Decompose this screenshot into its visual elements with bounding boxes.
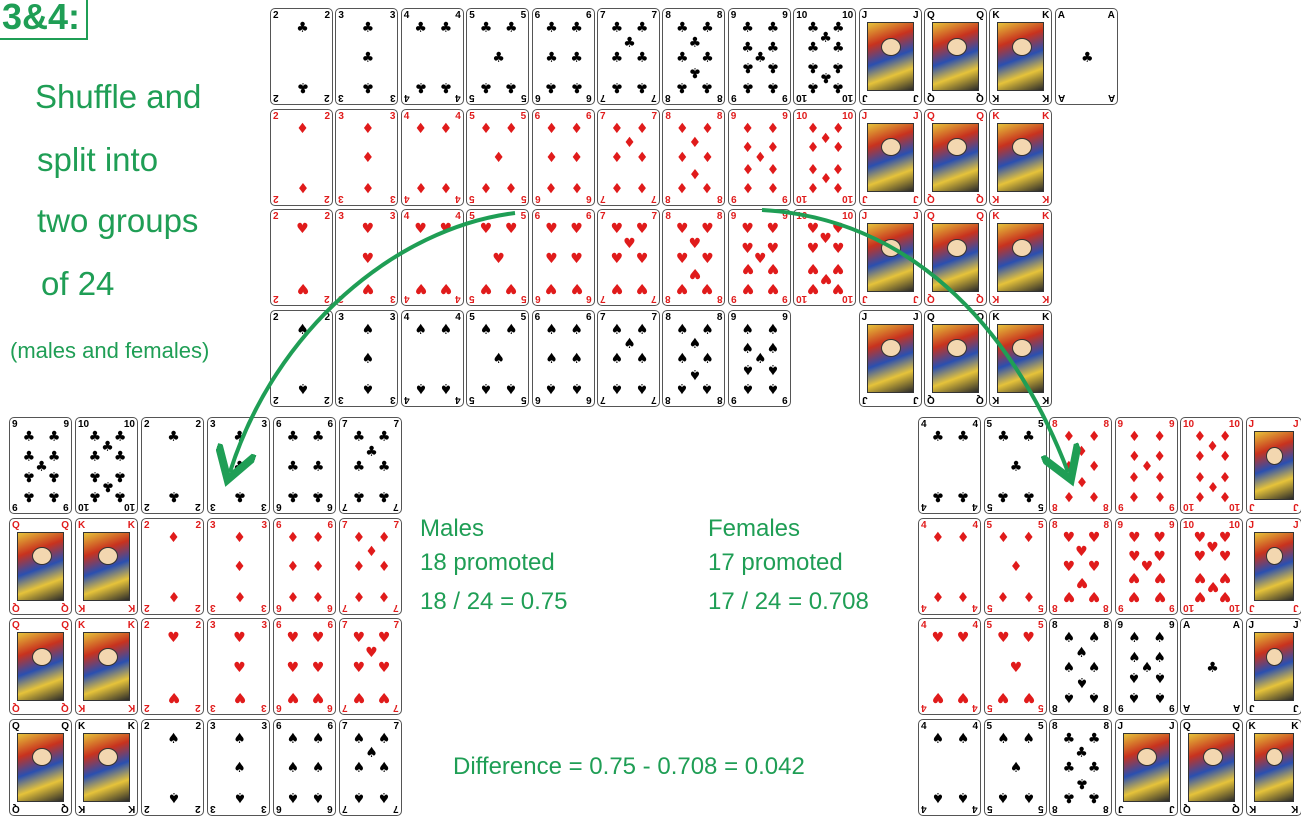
arrow-to-females [762, 210, 1068, 472]
arrow-to-males [230, 213, 515, 472]
